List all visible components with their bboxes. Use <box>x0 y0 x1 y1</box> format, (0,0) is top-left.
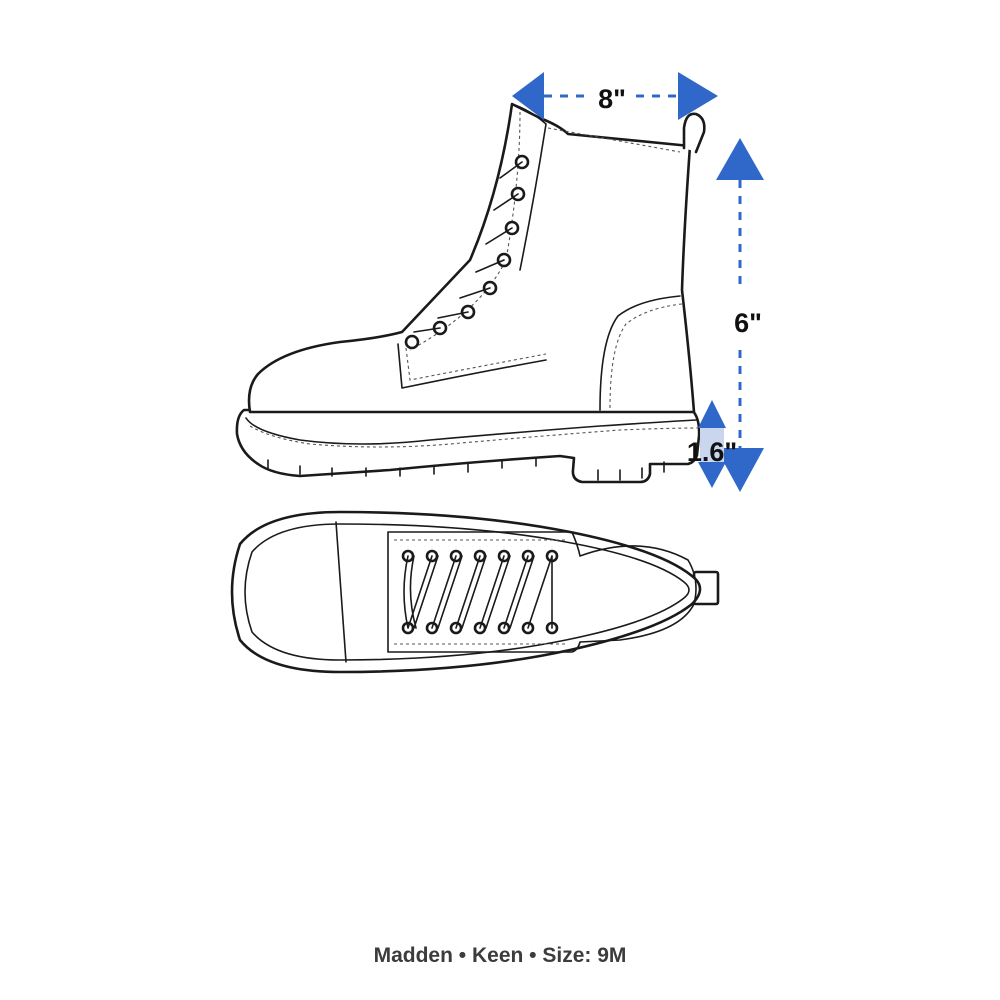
boot-top-lace-panel <box>387 531 697 653</box>
width-dimension: 8" <box>512 72 718 120</box>
width-label: 8" <box>598 84 626 114</box>
shaft-height-label: 6" <box>734 308 762 338</box>
boot-upper <box>247 102 696 414</box>
brand-name: Madden <box>373 944 453 967</box>
boot-side-laces <box>413 161 523 333</box>
arrow-down-icon <box>698 462 726 488</box>
model-name: Keen <box>471 944 524 967</box>
arrow-up-icon <box>698 400 726 428</box>
heel-height-dimension: 1.6" <box>687 400 737 488</box>
separator: • <box>529 944 537 967</box>
boot-top-sole <box>230 510 702 674</box>
size-label: Size: 9M <box>542 944 627 967</box>
arrow-down-icon <box>716 448 764 492</box>
boot-welt <box>245 417 697 445</box>
boot-heel-counter <box>599 295 681 411</box>
product-caption: Madden • Keen • Size: 9M <box>0 944 1000 968</box>
arrow-up-icon <box>716 138 764 180</box>
boot-side-view <box>235 102 706 484</box>
separator: • <box>458 944 467 967</box>
boot-top-laces <box>403 555 553 629</box>
boot-vamp <box>397 343 547 389</box>
heel-height-label: 1.6" <box>687 437 737 467</box>
eyelet <box>404 334 420 350</box>
arrow-left-icon <box>512 72 544 120</box>
boot-sole-lugs <box>267 457 665 481</box>
boot-tongue <box>511 103 547 271</box>
arrow-right-icon <box>678 72 718 120</box>
boot-top-view <box>230 510 720 674</box>
shaft-height-dimension: 6" <box>716 138 764 492</box>
boot-pull-tab <box>682 112 706 154</box>
